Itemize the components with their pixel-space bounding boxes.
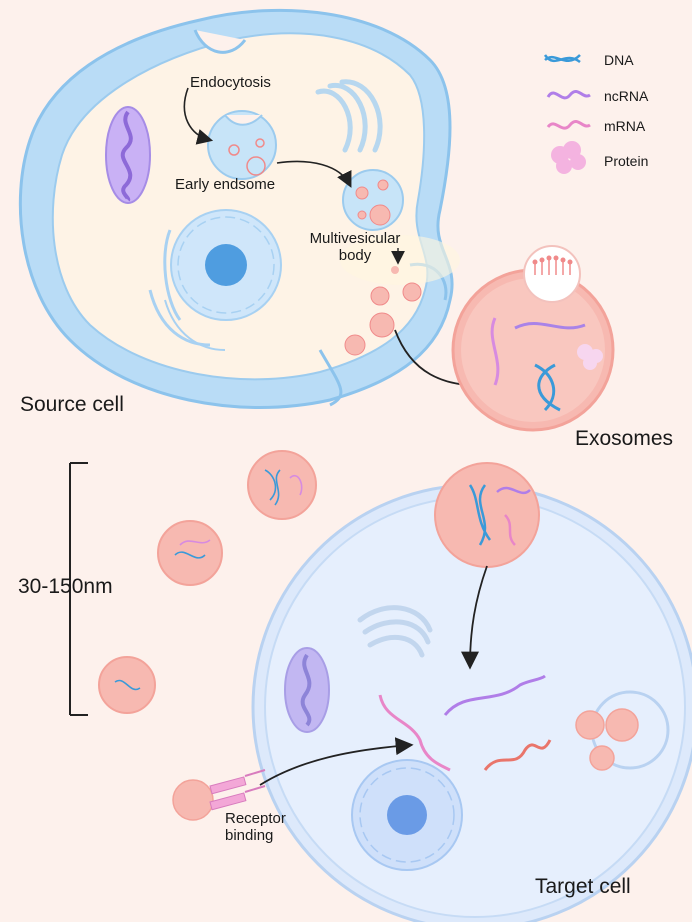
receptor-complex xyxy=(172,769,266,821)
target-golgi xyxy=(357,605,433,658)
entering-exosome xyxy=(434,462,540,568)
free-exosomes xyxy=(98,450,317,714)
mvb-label-line1: Multivesicular xyxy=(309,230,401,247)
source-cell xyxy=(18,8,502,409)
mrna-icon xyxy=(546,120,591,130)
legend-ncrna-label: ncRNA xyxy=(604,88,649,104)
legend-protein-label: Protein xyxy=(604,153,649,169)
target-released-rna xyxy=(378,674,552,772)
free-exosome xyxy=(98,656,156,714)
legend-icons xyxy=(543,54,591,174)
uptake-arrow xyxy=(461,565,488,670)
exosome-large xyxy=(451,245,615,432)
size-range-label: 30-150nm xyxy=(18,575,113,598)
free-exosome xyxy=(247,450,317,520)
early-endosome-label: Early endsome xyxy=(175,176,276,193)
exosomes-label: Exosomes xyxy=(575,427,674,450)
mvb-label: Multivesicular body xyxy=(300,230,410,264)
bleb-vesicles xyxy=(575,708,639,771)
membrane-zoom xyxy=(523,245,581,303)
exosome-dna xyxy=(534,363,561,412)
target-cell-label: Target cell xyxy=(535,875,631,898)
source-nucleus xyxy=(148,209,282,351)
receptor-label: Receptor binding xyxy=(225,810,286,844)
receptor-arrow xyxy=(259,737,414,786)
multivesicular-body xyxy=(342,169,404,231)
dna-icon xyxy=(543,54,581,64)
free-exosome xyxy=(157,520,223,586)
lower-membrane-fold xyxy=(318,349,343,407)
size-bracket xyxy=(69,462,88,716)
legend-dna-label: DNA xyxy=(604,52,634,68)
receptor-label-line2: binding xyxy=(225,827,274,844)
endocytosis-pit xyxy=(193,29,247,54)
mvb-label-line2: body xyxy=(338,247,372,264)
early-endosome xyxy=(207,110,277,180)
legend-mrna-label: mRNA xyxy=(604,118,646,134)
endosome-to-mvb-arrow xyxy=(276,160,352,188)
target-mitochondrion xyxy=(284,647,330,733)
golgi-apparatus xyxy=(315,79,383,153)
target-cell xyxy=(251,483,692,922)
endocytosis-arrow xyxy=(183,87,214,145)
source-cell-cytoplasm xyxy=(51,32,429,381)
mitochondrion xyxy=(105,106,151,204)
protein-icon xyxy=(551,141,586,174)
source-cell-label: Source cell xyxy=(20,393,124,416)
target-nucleus xyxy=(351,759,463,871)
ncrna-icon xyxy=(546,90,591,100)
endocytosis-label: Endocytosis xyxy=(190,74,271,91)
receptor-label-line1: Receptor xyxy=(225,810,286,827)
